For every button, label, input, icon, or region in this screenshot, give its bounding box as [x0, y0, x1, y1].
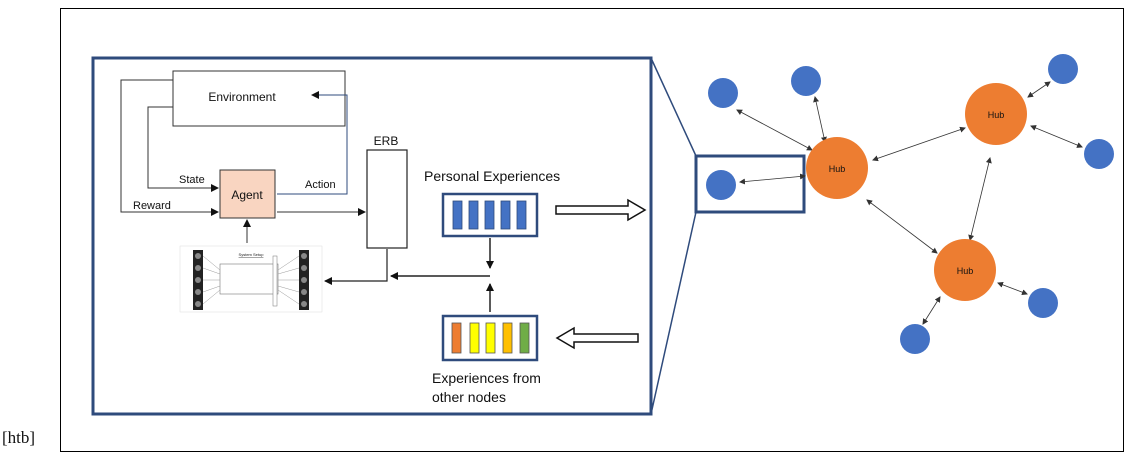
erb-label: ERB [374, 134, 399, 148]
environment-label: Environment [208, 90, 276, 104]
edge [1027, 81, 1051, 98]
hub-top-right [965, 83, 1027, 145]
other-experiences-label-line1: Experiences from [432, 370, 541, 386]
state-arrow [147, 106, 219, 192]
experience-bar [519, 322, 530, 354]
node [1048, 54, 1078, 84]
reward-arrow [120, 79, 219, 216]
node [708, 78, 738, 108]
personal-experiences-buffer [441, 192, 539, 238]
edge [997, 281, 1028, 296]
figure-frame [60, 8, 1124, 452]
edge [813, 96, 827, 143]
experience-bar [485, 322, 496, 354]
erb-box [366, 149, 408, 249]
node [1028, 288, 1058, 318]
hub-left [806, 137, 868, 199]
experience-bar [451, 322, 462, 354]
experience-bar [500, 200, 511, 230]
state-label: State [179, 174, 205, 186]
other-experiences-label-line2: other nodes [432, 389, 506, 405]
node-highlighted [706, 170, 736, 200]
caption-prefix: [htb] [2, 428, 36, 447]
edge [872, 126, 966, 162]
edge [739, 173, 806, 185]
experience-bar [516, 200, 527, 230]
action-label: Action [305, 179, 336, 191]
zoom-line-top [650, 57, 697, 157]
reward-label: Reward [133, 200, 171, 212]
erb-to-setup-arrow [324, 249, 388, 285]
experience-bar [502, 322, 513, 354]
edge [968, 157, 992, 241]
node [1084, 139, 1114, 169]
system-setup-title: System Setup [239, 252, 265, 257]
personal-experiences-label: Personal Experiences [424, 168, 560, 184]
incoming-block-arrow [555, 326, 639, 350]
experience-bar [452, 200, 463, 230]
edge [866, 199, 938, 254]
action-arrow [277, 91, 348, 195]
zoom-line-bottom [650, 211, 697, 415]
outgoing-block-arrow [555, 198, 647, 222]
agent-label: Agent [231, 188, 263, 202]
hub-bottom-label: Hub [957, 266, 974, 276]
edge [736, 109, 813, 151]
node [791, 66, 821, 96]
other-experiences-buffer [441, 314, 539, 362]
experience-bar [469, 322, 480, 354]
hub-bottom [934, 239, 996, 301]
agent-box [219, 169, 276, 219]
edge [922, 296, 941, 325]
edge [1030, 125, 1083, 148]
experience-bar [484, 200, 495, 230]
node [900, 324, 930, 354]
experience-bar [468, 200, 479, 230]
network-edges [736, 81, 1083, 325]
hub-left-label: Hub [829, 164, 846, 174]
system-setup-thumbnail: System Setup [179, 245, 323, 313]
hub-top-right-label: Hub [988, 110, 1005, 120]
